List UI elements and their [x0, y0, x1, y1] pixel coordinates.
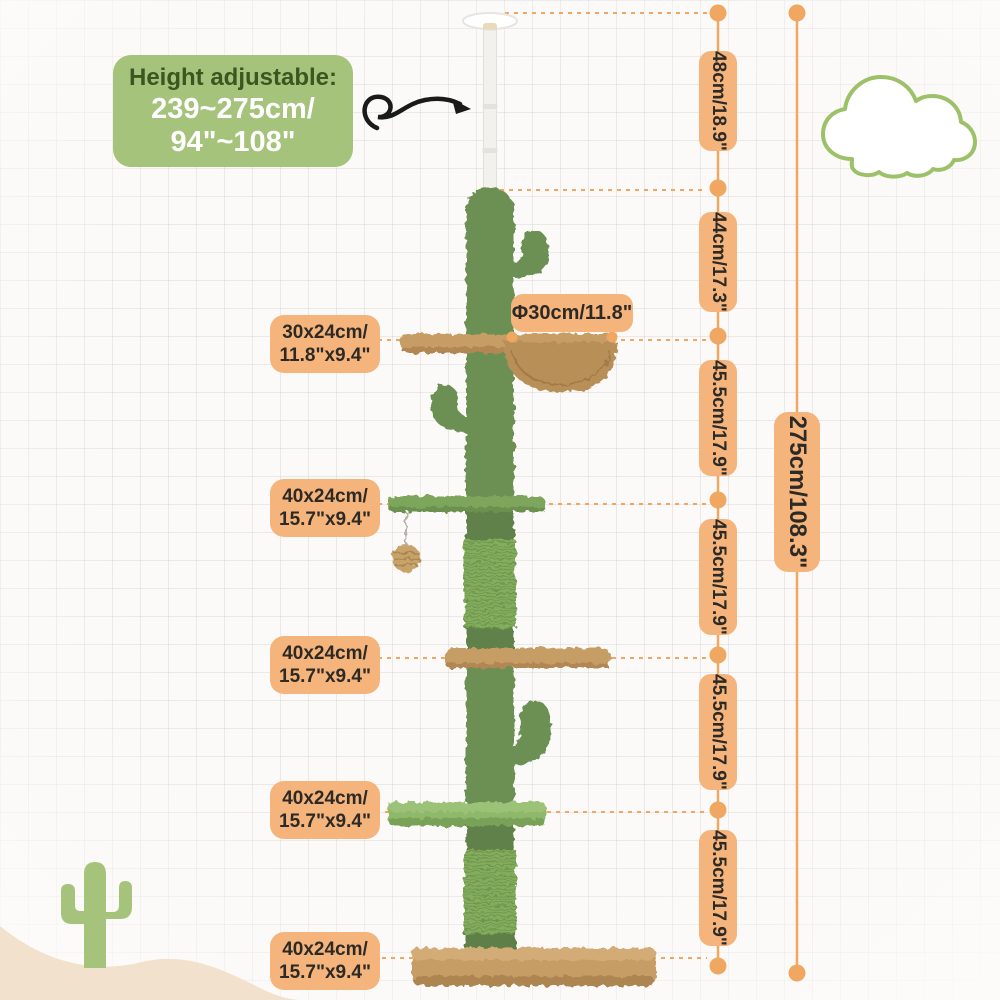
- diameter-dot: [506, 331, 518, 343]
- label-cm: 40x24cm/: [282, 788, 368, 809]
- label-cm: 30x24cm/: [282, 322, 368, 343]
- label-cm: 40x24cm/: [282, 486, 368, 507]
- label-cm: 40x24cm/: [282, 939, 368, 960]
- ceiling-mount-pole: [462, 12, 518, 196]
- sisal-texture: [464, 540, 516, 628]
- base-board-top: [412, 948, 656, 960]
- height-segment-label-3: 45.5cm/17.9": [699, 360, 737, 476]
- platform-second-edge: [390, 507, 544, 512]
- height-segment-label-2: 44cm/17.3": [699, 212, 737, 312]
- trunk-band: [466, 826, 514, 850]
- height-segment-label-5: 45.5cm/17.9": [699, 674, 737, 790]
- platform-size-label-2: 40x24cm/ 15.7"x9.4": [270, 479, 380, 537]
- total-height-label: 275cm/108.3": [774, 412, 820, 572]
- sisal-texture: [464, 850, 516, 934]
- sand-dune-shape: [0, 926, 302, 1000]
- platform-size-label-1: 30x24cm/ 11.8"x9.4": [270, 315, 380, 373]
- label-in: 11.8"x9.4": [279, 345, 371, 366]
- label-in: 15.7"x9.4": [279, 509, 371, 530]
- cactus-arm-lower-right: [513, 700, 552, 765]
- label-in: 15.7"x9.4": [279, 962, 371, 983]
- platform-size-label-3: 40x24cm/ 15.7"x9.4": [270, 636, 380, 694]
- height-segment-label-1: 48cm/18.9": [699, 51, 737, 151]
- cactus-arm-upper-right: [513, 230, 550, 278]
- label-cm: 40x24cm/: [282, 643, 368, 664]
- hammock-diameter-label: Φ30cm/11.8": [511, 294, 633, 332]
- height-segment-label-4: 45.5cm/17.9": [699, 519, 737, 635]
- height-segment-label-6: 45.5cm/17.9": [699, 830, 737, 946]
- trunk-band: [466, 512, 514, 540]
- arrow-icon: [362, 94, 471, 131]
- cactus-icon: [61, 862, 132, 968]
- measurement-dots: [506, 4, 806, 982]
- cloud-icon: [821, 75, 977, 179]
- badge-range-in: 94"~108": [170, 126, 296, 158]
- badge-range-cm: 239~275cm/: [151, 93, 315, 125]
- label-in: 15.7"x9.4": [279, 811, 371, 832]
- base-board-shadow: [414, 976, 654, 986]
- toy-ball: [392, 544, 420, 572]
- height-adjustable-badge: Height adjustable: 239~275cm/ 94"~108": [113, 55, 353, 167]
- platform-size-label-4: 40x24cm/ 15.7"x9.4": [270, 781, 380, 839]
- platform-third-edge: [447, 663, 609, 668]
- label-in: 15.7"x9.4": [279, 666, 371, 687]
- platform-fourth-top: [388, 802, 546, 812]
- trunk-band: [466, 628, 514, 650]
- measurement-lines: [506, 4, 806, 982]
- diameter-dot: [606, 331, 618, 343]
- cactus-arm-left: [430, 384, 467, 432]
- platform-fourth-edge: [390, 818, 544, 826]
- platform-size-label-5: 40x24cm/ 15.7"x9.4": [270, 932, 380, 990]
- badge-title: Height adjustable:: [128, 64, 338, 91]
